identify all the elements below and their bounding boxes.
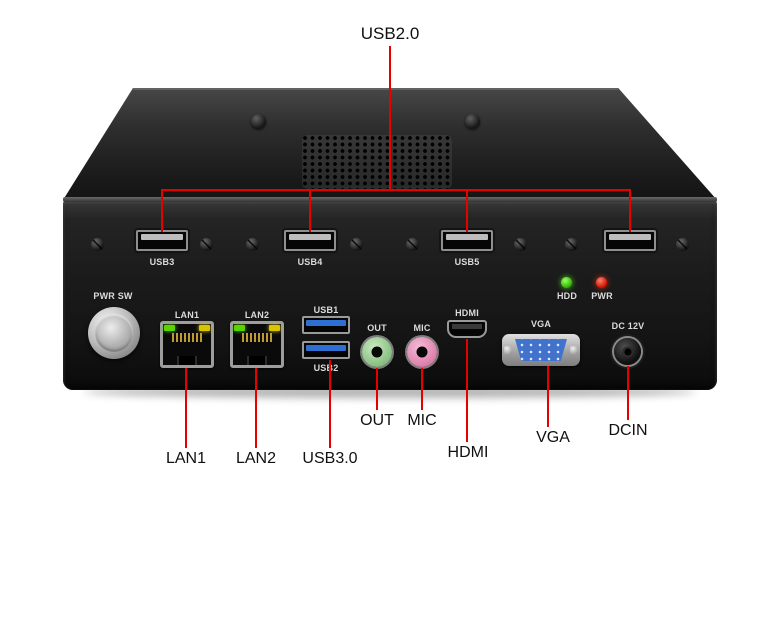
port-label-usb5: USB5 (454, 257, 480, 267)
lan-led-green (164, 325, 175, 331)
port-label-usb2: USB2 (313, 363, 339, 373)
usb-port-usb4 (284, 230, 336, 251)
top-screw-left (251, 114, 266, 129)
callout-label-lan2: LAN2 (235, 450, 277, 467)
callout-line-drop-usb3 (161, 190, 163, 232)
callout-label-out: OUT (360, 412, 394, 429)
usb3-port-usb2 (302, 341, 350, 359)
panel-screw (246, 238, 259, 251)
panel-screw (514, 238, 527, 251)
mic-jack (407, 337, 437, 367)
port-label-lan1: LAN1 (174, 310, 200, 320)
callout-line-vga (547, 366, 549, 427)
callout-line-hdmi (466, 339, 468, 442)
panel-screw (91, 238, 104, 251)
panel-screw (676, 238, 689, 251)
vga-screw-right (570, 346, 578, 354)
usb3-port-usb1 (302, 316, 350, 334)
callout-label-usb20: USB2.0 (360, 24, 420, 43)
port-label-pwr: PWR (591, 291, 613, 301)
lan-port-lan2 (230, 321, 284, 368)
port-label-usb4: USB4 (297, 257, 323, 267)
callout-label-dcin: DCIN (608, 422, 648, 439)
callout-line-lan1 (185, 368, 187, 448)
lan-led-amber (269, 325, 280, 331)
lan-pins (172, 333, 202, 342)
port-label-pwr-sw: PWR SW (93, 291, 133, 301)
lan-led-green (234, 325, 245, 331)
dc-power-jack (614, 338, 641, 365)
callout-line-out (376, 368, 378, 410)
hdd-led (561, 277, 572, 288)
callout-line-lan2 (255, 368, 257, 448)
lan-pins (242, 333, 272, 342)
vent-grille (302, 135, 452, 189)
callout-line-drop-usb4 (309, 190, 311, 232)
vga-screw-left (504, 346, 512, 354)
lan-led-amber (199, 325, 210, 331)
lan-port-lan1 (160, 321, 214, 368)
callout-label-hdmi: HDMI (447, 444, 489, 461)
top-screw-right (465, 114, 480, 129)
port-label-dc12v: DC 12V (611, 321, 645, 331)
vga-port (502, 334, 580, 366)
power-button (88, 307, 140, 359)
panel-screw (200, 238, 213, 251)
panel-screw (350, 238, 363, 251)
callout-label-mic: MIC (407, 412, 437, 429)
callout-line-drop-usb6 (629, 190, 631, 232)
usb-port-usb3 (136, 230, 188, 251)
port-label-hdmi: HDMI (455, 308, 479, 318)
callout-label-lan1: LAN1 (165, 450, 207, 467)
port-label-usb1: USB1 (313, 305, 339, 315)
callout-line-drop-usb5 (466, 190, 468, 232)
lan-notch (247, 356, 267, 365)
callout-line-mic (421, 368, 423, 410)
callout-line-dcin (627, 366, 629, 420)
device-front-top-edge (63, 197, 717, 202)
vga-connector (515, 339, 567, 361)
hdmi-port (447, 320, 487, 338)
port-label-lan2: LAN2 (244, 310, 270, 320)
port-label-out: OUT (367, 323, 387, 333)
usb-port-usb5 (441, 230, 493, 251)
callout-label-usb30: USB3.0 (302, 450, 358, 467)
pwr-led (596, 277, 607, 288)
port-label-hdd: HDD (556, 291, 578, 301)
callout-line-usb30 (329, 360, 331, 448)
lan-notch (177, 356, 197, 365)
panel-screw (406, 238, 419, 251)
device-top-back-edge (133, 88, 618, 90)
callout-line-usb20-vertical (389, 46, 391, 190)
callout-line-usb20-horizontal (161, 189, 631, 191)
audio-out-jack (362, 337, 392, 367)
usb-port-extra (604, 230, 656, 251)
port-label-mic: MIC (413, 323, 431, 333)
port-label-usb3: USB3 (149, 257, 175, 267)
port-label-vga: VGA (530, 319, 552, 329)
callout-label-vga: VGA (536, 429, 570, 446)
panel-screw (565, 238, 578, 251)
